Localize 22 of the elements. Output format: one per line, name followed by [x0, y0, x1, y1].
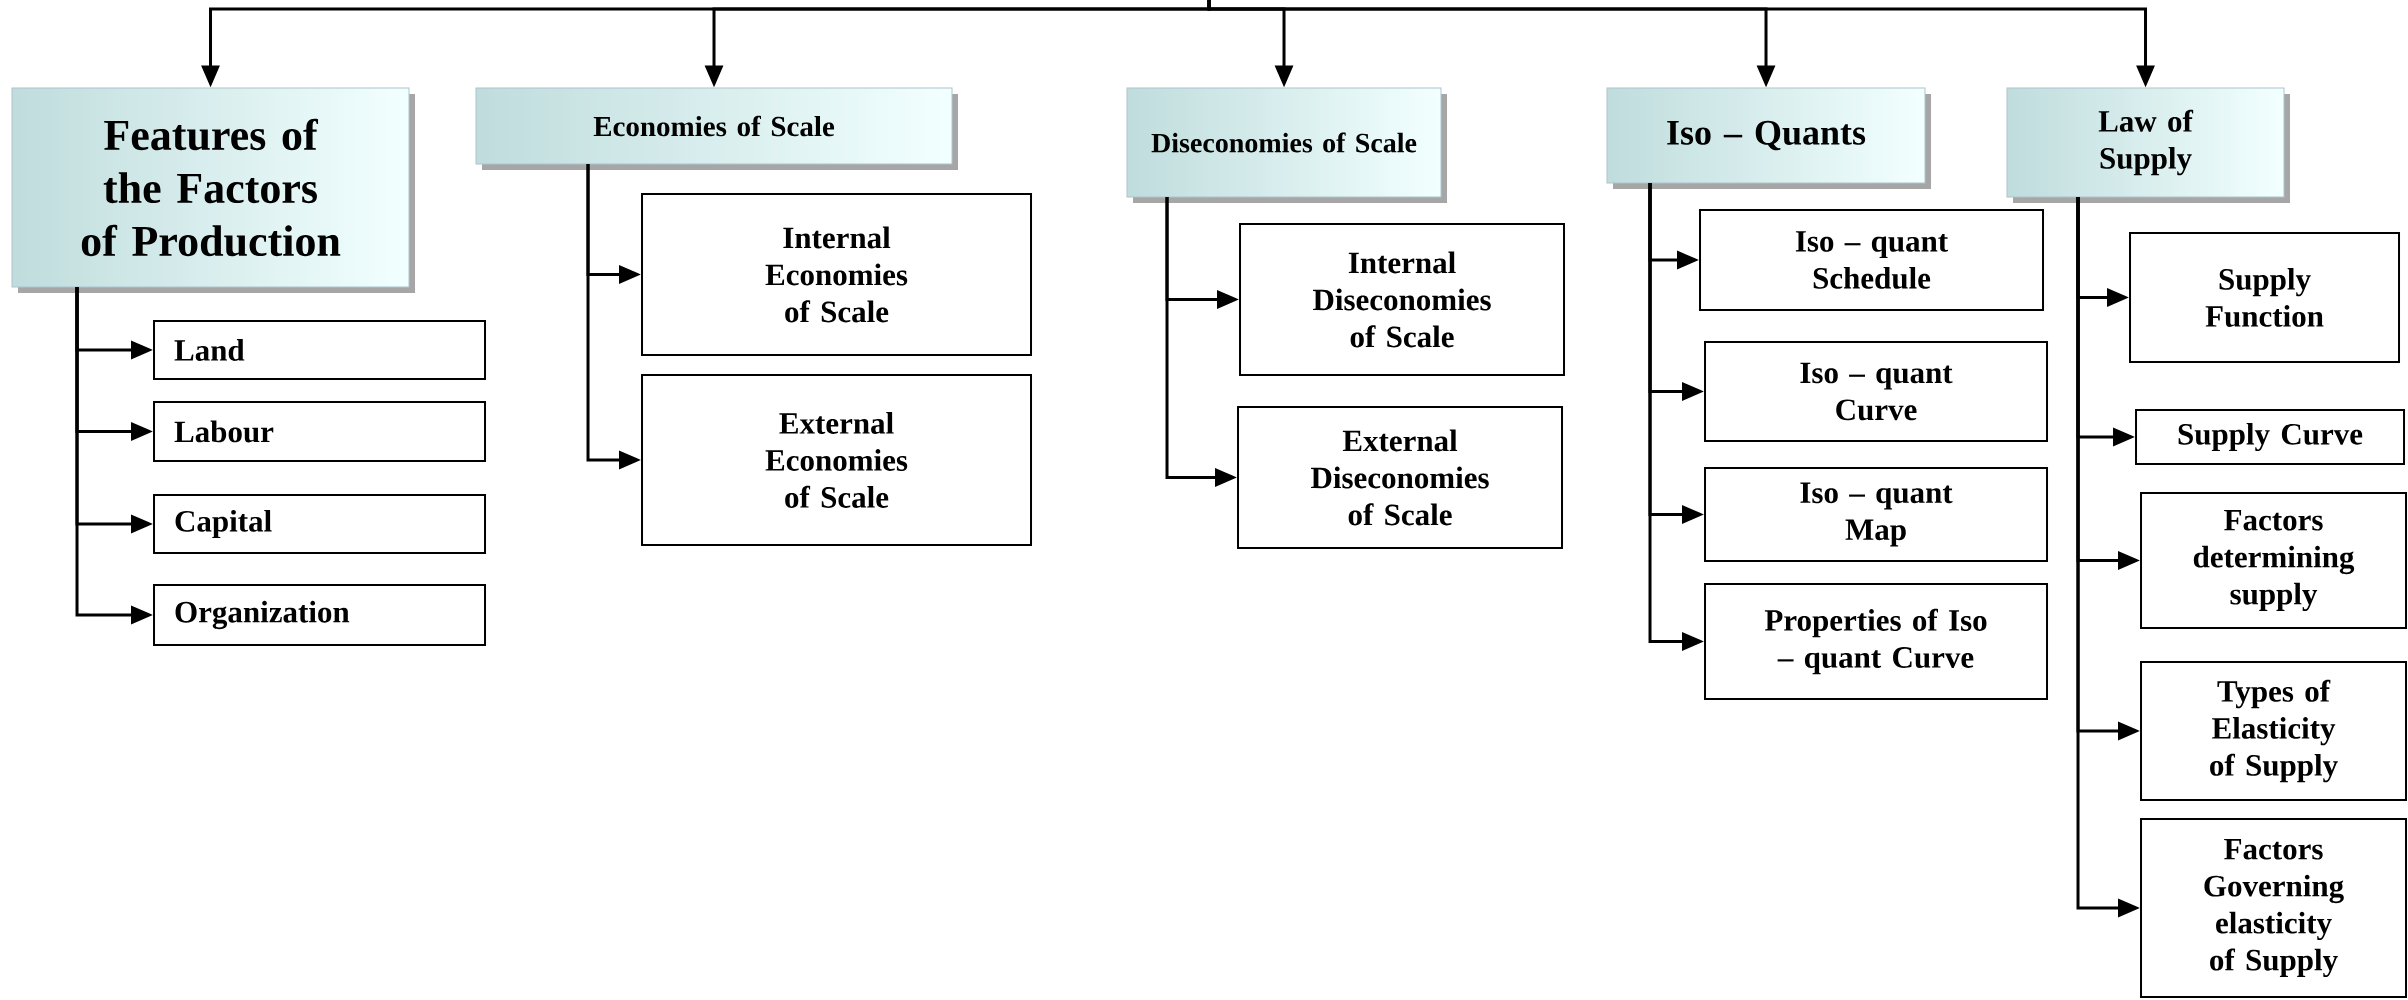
heading-box: Features of the Factors of Production	[11, 87, 415, 293]
topic-box: Supply Curve	[2135, 409, 2405, 465]
heading-box: Law of Supply	[2006, 87, 2290, 203]
heading-box: Diseconomies of Scale	[1126, 87, 1447, 203]
topic-box: Labour	[153, 401, 486, 462]
topic-box: Factors determining supply	[2140, 492, 2407, 629]
heading-box: Iso – Quants	[1606, 87, 1931, 189]
topic-box: Properties of Iso – quant Curve	[1704, 583, 2048, 700]
topic-box: Land	[153, 320, 486, 380]
topic-box: Factors Governing elasticity of Supply	[2140, 818, 2407, 998]
topic-box: Organization	[153, 584, 486, 646]
topic-box: Iso – quant Schedule	[1699, 209, 2044, 311]
topic-box: Types of Elasticity of Supply	[2140, 661, 2407, 801]
topic-box: Internal Diseconomies of Scale	[1239, 223, 1565, 376]
topic-box: External Diseconomies of Scale	[1237, 406, 1563, 549]
topic-box: Internal Economies of Scale	[641, 193, 1032, 356]
topic-box: Iso – quant Curve	[1704, 341, 2048, 442]
topic-box: External Economies of Scale	[641, 374, 1032, 546]
topic-box: Capital	[153, 494, 486, 554]
topic-box: Supply Function	[2129, 232, 2400, 363]
heading-box: Economies of Scale	[475, 87, 958, 170]
topic-box: Iso – quant Map	[1704, 467, 2048, 562]
